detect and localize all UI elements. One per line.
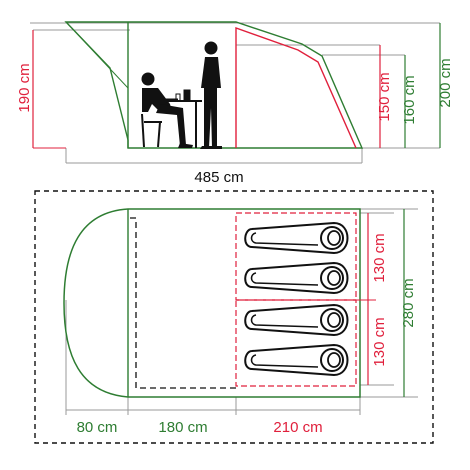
inner-door-dashed-line [128,217,236,389]
length-210-label: 210 cm [273,419,322,436]
side-view: 190 cm 150 cm 160 cm 200 cm 485 cm [16,21,454,186]
tent-side-outline [64,21,364,149]
height-160-label: 160 cm [401,75,418,124]
sleeping-bag-icon [244,261,349,295]
sleeping-bag-icon [244,221,349,255]
floor-plan: 130 cm 130 cm 280 cm 80 cm 180 cm 210 cm [34,190,434,444]
height-200-label: 200 cm [437,58,454,107]
tent-floor-outline [63,208,361,398]
width-280-label: 280 cm [400,278,417,327]
length-80-label: 80 cm [77,419,118,436]
length-485-label: 485 cm [194,169,243,186]
length-180-label: 180 cm [158,419,207,436]
standing-person-icon [200,41,222,149]
bedroom-bottom [235,299,357,387]
sleeping-bag-icon [244,303,349,337]
side-reference-lines [30,22,440,164]
seated-person-icon [141,72,193,148]
pitching-area-outline [34,190,434,444]
plan-reference-lines [65,208,418,415]
porch-canopy-line [65,21,129,89]
width-130-top-label: 130 cm [371,233,388,282]
height-150-label: 150 cm [376,72,393,121]
height-190-label: 190 cm [16,63,33,112]
width-130-bottom-label: 130 cm [371,317,388,366]
bedroom-side-outline [235,27,357,149]
table-icon [168,89,202,148]
sleeping-bag-icon [244,343,349,377]
sleeping-bags [244,221,349,377]
